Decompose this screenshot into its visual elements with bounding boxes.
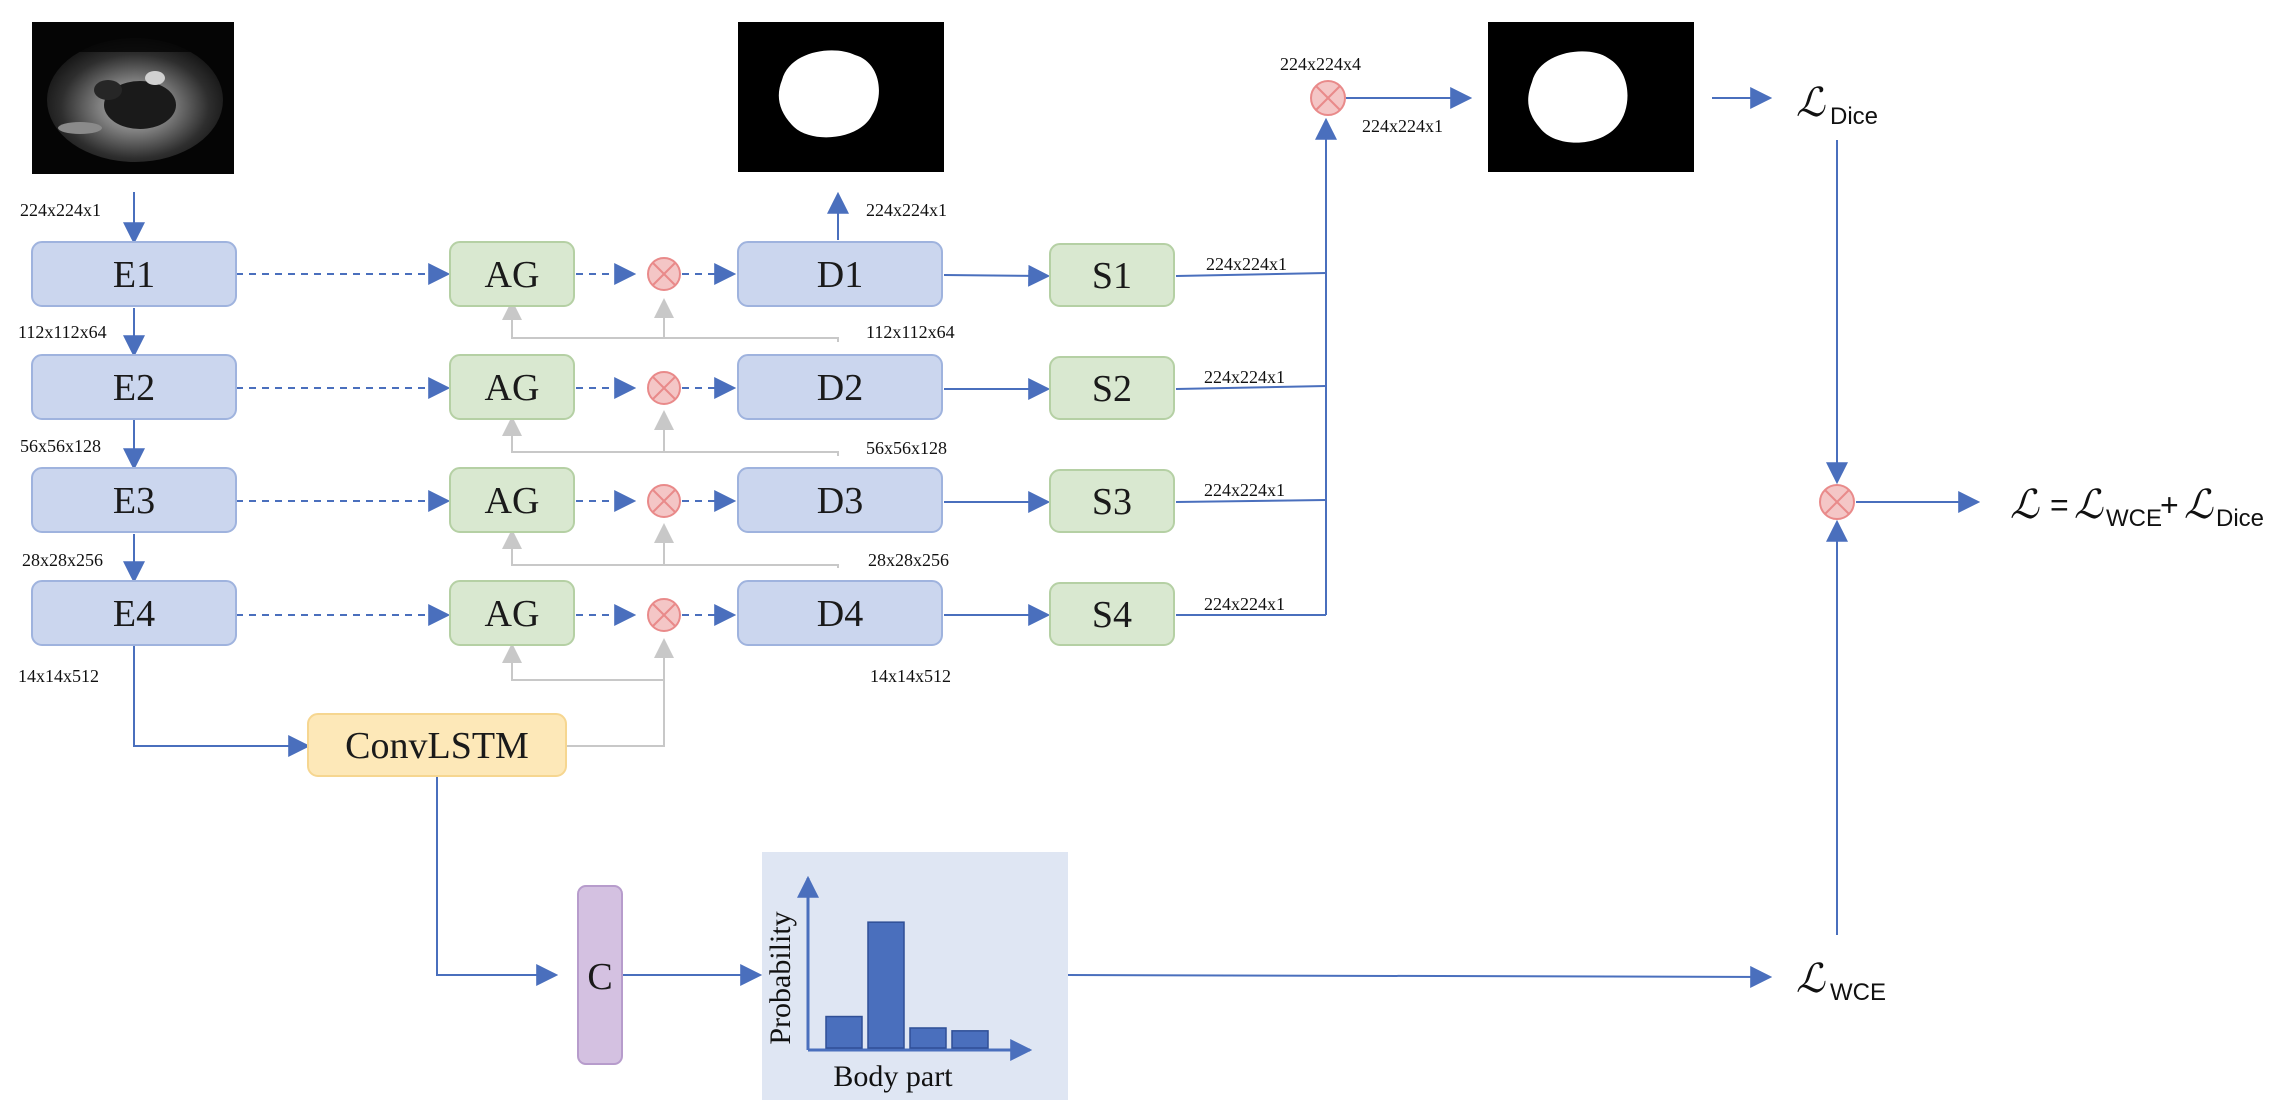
attention-gate-1: AG: [449, 241, 575, 307]
circled-times-icon: [647, 598, 681, 632]
classifier-block: C: [577, 885, 623, 1065]
supervision-label: S1: [1092, 255, 1132, 297]
chart-bar-2: [867, 921, 905, 1049]
convlstm-label: ConvLSTM: [345, 725, 529, 767]
dimension-labels: 224x224x1 112x112x64 56x56x128 28x28x256…: [18, 54, 1443, 686]
loss-plus: +: [2160, 487, 2179, 523]
encoder-block-e3: E3: [31, 467, 237, 533]
loss-total-term1-subscript: WCE: [2106, 505, 2162, 532]
attention-gate-label: AG: [485, 480, 540, 522]
attention-gate-3: AG: [449, 467, 575, 533]
gating-connectors: [502, 298, 839, 747]
attention-gate-label: AG: [485, 593, 540, 635]
convlstm-block: ConvLSTM: [307, 713, 567, 777]
chart-bar-3: [909, 1027, 947, 1049]
supervision-label: S3: [1092, 481, 1132, 523]
loss-wce-subscript: WCE: [1830, 979, 1886, 1006]
dim-fused-out: 224x224x1: [1362, 116, 1443, 136]
dim-concat: 224x224x4: [1280, 54, 1361, 74]
supervision-block-s4: S4: [1049, 582, 1175, 646]
dim-s4-out: 224x224x1: [1204, 594, 1285, 614]
dim-e4-out: 14x14x512: [18, 666, 99, 686]
dim-d4-in: 14x14x512: [870, 666, 951, 686]
supervision-block-s3: S3: [1049, 469, 1175, 533]
supervision-block-s2: S2: [1049, 356, 1175, 420]
loss-total-term2: ℒ: [2184, 482, 2214, 528]
dim-e2-e3: 56x56x128: [20, 436, 101, 456]
dim-e3-e4: 28x28x256: [22, 550, 103, 570]
dim-s2-out: 224x224x1: [1204, 367, 1285, 387]
decoder-label: D1: [817, 254, 863, 296]
dim-d2-in: 56x56x128: [866, 438, 947, 458]
decoder-label: D4: [817, 593, 863, 635]
encoder-block-e2: E2: [31, 354, 237, 420]
decoder-label: D3: [817, 480, 863, 522]
circled-times-icon: [647, 371, 681, 405]
decoder-block-d1: D1: [737, 241, 943, 307]
dim-s3-out: 224x224x1: [1204, 480, 1285, 500]
chart-bar-1: [825, 1015, 863, 1049]
supervision-label: S4: [1092, 594, 1132, 636]
fused-mask-image: [1488, 22, 1694, 172]
supervision-label: S2: [1092, 368, 1132, 410]
loss-total-term1: ℒ: [2074, 482, 2104, 528]
loss-total-symbol: ℒ: [2010, 482, 2040, 528]
loss-dice-symbol: ℒ: [1796, 80, 1826, 126]
decoder-block-d4: D4: [737, 580, 943, 646]
attention-gate-label: AG: [485, 254, 540, 296]
decoder-block-d3: D3: [737, 467, 943, 533]
dim-d3-in: 28x28x256: [868, 550, 949, 570]
dim-d1-in: 112x112x64: [866, 322, 955, 342]
loss-equals: =: [2050, 487, 2069, 523]
circled-times-icon: [647, 257, 681, 291]
attention-gate-2: AG: [449, 354, 575, 420]
loss-dice: ℒ Dice: [1796, 80, 1878, 130]
attention-gates: AG AG AG AG: [449, 241, 575, 646]
chart-ylabel: Probability: [764, 911, 797, 1044]
circled-times-icon: [1819, 484, 1855, 520]
decoder-label: D2: [817, 367, 863, 409]
loss-wce-symbol: ℒ: [1796, 956, 1826, 1002]
dim-s1-out: 224x224x1: [1206, 254, 1287, 274]
loss-wce: ℒ WCE: [1796, 956, 1886, 1006]
input-ultrasound-image: [32, 22, 234, 174]
supervision-blocks: S1 S2 S3 S4: [1049, 243, 1175, 646]
chart-bar-4: [951, 1030, 989, 1049]
encoder-block-e4: E4: [31, 580, 237, 646]
chart-bars: [825, 921, 989, 1049]
classifier-label: C: [587, 956, 612, 998]
skip-connections: [236, 263, 737, 626]
circled-times-icon: [647, 484, 681, 518]
dim-input: 224x224x1: [20, 200, 101, 220]
attention-gate-label: AG: [485, 367, 540, 409]
multiply-nodes: [647, 80, 1855, 632]
decoder-block-d2: D2: [737, 354, 943, 420]
supervision-block-s1: S1: [1049, 243, 1175, 307]
encoder-label: E3: [113, 480, 155, 522]
decoder-blocks: D1 D2 D3 D4: [737, 241, 943, 646]
blue-connectors: [123, 87, 1981, 988]
classification-chart: Probability Body part: [762, 852, 1068, 1100]
dim-d1-out: 224x224x1: [866, 200, 947, 220]
attention-gate-4: AG: [449, 580, 575, 646]
encoder-label: E4: [113, 593, 155, 635]
dim-e1-e2: 112x112x64: [18, 322, 107, 342]
encoder-blocks: E1 E2 E3 E4: [31, 241, 237, 646]
loss-dice-subscript: Dice: [1830, 103, 1878, 130]
chart-xlabel: Body part: [833, 1060, 953, 1093]
loss-total-equation: ℒ = ℒ WCE + ℒ Dice: [2010, 482, 2264, 532]
encoder-block-e1: E1: [31, 241, 237, 307]
loss-total-term2-subscript: Dice: [2216, 505, 2264, 532]
circled-times-icon: [1310, 80, 1346, 116]
encoder-label: E1: [113, 254, 155, 296]
encoder-label: E2: [113, 367, 155, 409]
decoder-mask-image: [738, 22, 944, 172]
